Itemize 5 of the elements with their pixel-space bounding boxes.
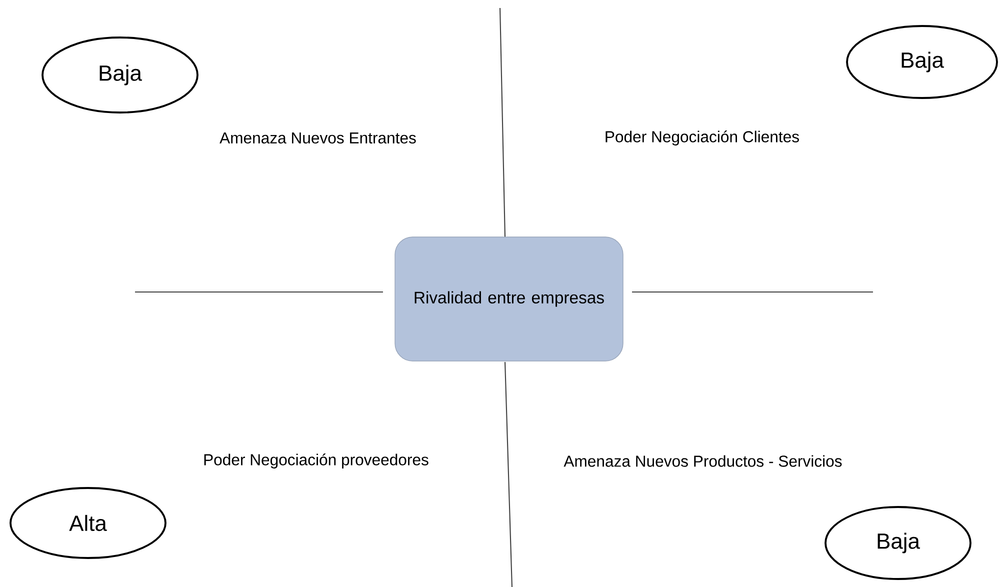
quadrant-label: Amenaza Nuevos Entrantes — [220, 132, 416, 144]
quadrant-label: Amenaza Nuevos Productos - Servicios — [564, 455, 842, 467]
quadrant-label: Poder Negociación proveedores — [204, 454, 428, 468]
rounded-box: Rivalidad entre empresas — [394, 236, 624, 362]
quadrant-label: Poder Negociación Clientes — [606, 130, 799, 146]
